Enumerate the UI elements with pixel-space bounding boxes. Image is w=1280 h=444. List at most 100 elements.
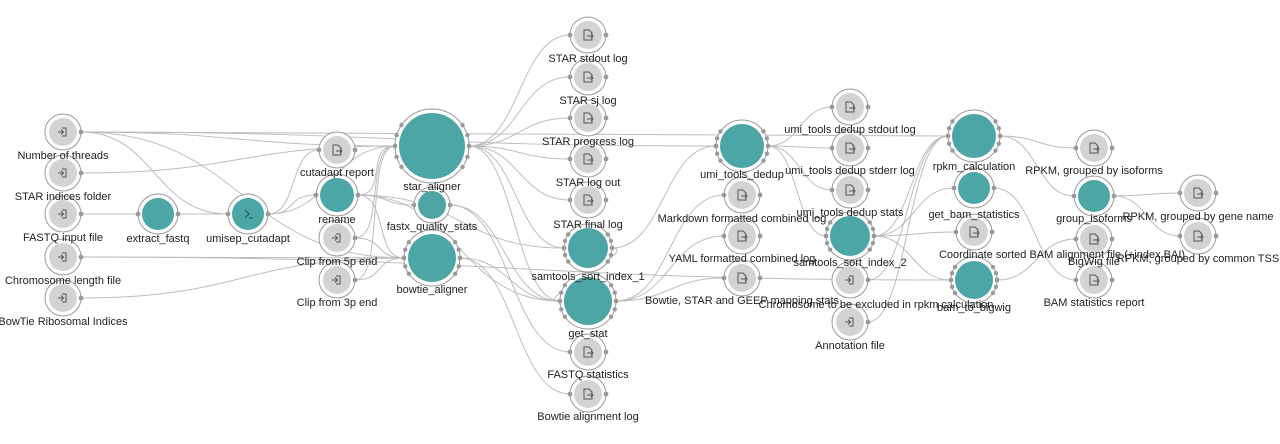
- output-port[interactable]: [867, 220, 873, 225]
- input-port[interactable]: [950, 148, 955, 153]
- input-port[interactable]: [953, 229, 959, 235]
- output-port[interactable]: [175, 211, 181, 217]
- input-port[interactable]: [225, 211, 231, 217]
- output-node-o_md[interactable]: [721, 176, 763, 214]
- output-port[interactable]: [457, 255, 463, 261]
- input-port[interactable]: [714, 136, 720, 141]
- input-port[interactable]: [559, 307, 564, 312]
- input-port[interactable]: [567, 156, 573, 162]
- output-port[interactable]: [603, 74, 609, 80]
- input-port[interactable]: [135, 211, 141, 217]
- output-port[interactable]: [603, 391, 609, 397]
- output-port[interactable]: [871, 233, 877, 239]
- output-port[interactable]: [612, 290, 617, 295]
- input-port[interactable]: [713, 143, 719, 149]
- input-port[interactable]: [567, 32, 573, 38]
- input-port[interactable]: [392, 143, 398, 149]
- output-port[interactable]: [993, 271, 999, 276]
- input-port[interactable]: [952, 290, 958, 296]
- output-port[interactable]: [1213, 233, 1219, 239]
- output-port[interactable]: [1109, 236, 1115, 242]
- input-port[interactable]: [562, 282, 568, 288]
- output-node-o_stdout[interactable]: [567, 16, 609, 54]
- output-port[interactable]: [865, 104, 871, 110]
- output-port[interactable]: [466, 143, 472, 149]
- input-port[interactable]: [403, 247, 408, 252]
- output-port[interactable]: [603, 349, 609, 355]
- input-port[interactable]: [829, 104, 835, 110]
- output-port[interactable]: [78, 254, 84, 260]
- output-port[interactable]: [447, 202, 453, 208]
- output-node-o_logout[interactable]: [567, 140, 609, 178]
- output-port[interactable]: [460, 122, 465, 128]
- output-port[interactable]: [867, 247, 873, 252]
- input-port[interactable]: [1071, 193, 1077, 199]
- input-port[interactable]: [714, 151, 720, 156]
- output-port[interactable]: [761, 129, 766, 134]
- output-port[interactable]: [989, 229, 995, 235]
- output-node-o_progress[interactable]: [567, 99, 609, 137]
- input-port[interactable]: [411, 202, 417, 208]
- output-port[interactable]: [761, 158, 766, 163]
- output-port[interactable]: [757, 233, 763, 239]
- step-node-umi_dedup[interactable]: [713, 119, 771, 173]
- step-node-rpkm[interactable]: [945, 109, 1003, 163]
- output-port[interactable]: [608, 252, 614, 258]
- input-port[interactable]: [1177, 233, 1183, 239]
- input-port[interactable]: [406, 239, 412, 245]
- output-port[interactable]: [1213, 190, 1219, 196]
- output-port[interactable]: [990, 290, 996, 296]
- step-node-bam_stats[interactable]: [951, 167, 997, 209]
- output-port[interactable]: [456, 264, 461, 269]
- input-port[interactable]: [399, 164, 404, 170]
- output-port[interactable]: [609, 245, 615, 251]
- input-port[interactable]: [824, 240, 830, 246]
- output-port[interactable]: [1109, 145, 1115, 151]
- input-node-annot[interactable]: [831, 303, 871, 341]
- output-node-o_bigwig[interactable]: [1073, 220, 1115, 258]
- output-node-o_cutadapt[interactable]: [316, 131, 358, 169]
- input-port[interactable]: [567, 197, 573, 203]
- output-port[interactable]: [990, 264, 996, 270]
- input-port[interactable]: [567, 391, 573, 397]
- output-port[interactable]: [465, 154, 470, 160]
- output-port[interactable]: [608, 238, 614, 244]
- step-node-get_stat[interactable]: [557, 272, 619, 330]
- input-port[interactable]: [718, 129, 723, 134]
- output-port[interactable]: [991, 185, 997, 191]
- input-port[interactable]: [721, 275, 727, 281]
- output-node-o_final[interactable]: [567, 181, 609, 219]
- output-node-o_tss[interactable]: [1177, 217, 1219, 255]
- input-port[interactable]: [406, 271, 412, 277]
- input-port[interactable]: [557, 298, 563, 304]
- output-port[interactable]: [452, 239, 458, 245]
- input-node-bowtie_idx[interactable]: [44, 279, 84, 317]
- input-port[interactable]: [945, 133, 951, 139]
- output-port[interactable]: [603, 197, 609, 203]
- output-port[interactable]: [465, 132, 470, 138]
- step-node-star_aligner[interactable]: [392, 108, 472, 184]
- input-port[interactable]: [1073, 145, 1079, 151]
- input-port[interactable]: [559, 290, 564, 295]
- output-port[interactable]: [603, 115, 609, 121]
- output-port[interactable]: [612, 307, 617, 312]
- output-port[interactable]: [865, 187, 871, 193]
- step-node-fastx[interactable]: [411, 186, 453, 224]
- output-node-o_bowtielog[interactable]: [567, 375, 609, 413]
- input-port[interactable]: [567, 74, 573, 80]
- output-port[interactable]: [603, 156, 609, 162]
- output-port[interactable]: [78, 170, 84, 176]
- input-port[interactable]: [721, 192, 727, 198]
- output-node-o_yaml[interactable]: [721, 217, 763, 255]
- output-port[interactable]: [993, 119, 998, 124]
- output-port[interactable]: [1109, 277, 1115, 283]
- output-port[interactable]: [994, 277, 1000, 283]
- output-port[interactable]: [765, 143, 771, 149]
- input-port[interactable]: [718, 158, 723, 163]
- input-port[interactable]: [952, 264, 958, 270]
- input-port[interactable]: [1073, 277, 1079, 283]
- step-node-rename[interactable]: [313, 173, 361, 217]
- output-port[interactable]: [870, 240, 876, 246]
- output-node-o_dedup_err[interactable]: [829, 129, 871, 167]
